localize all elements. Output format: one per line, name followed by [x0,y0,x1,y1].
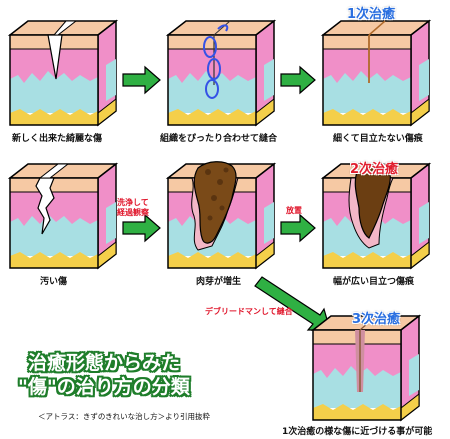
label-leave: 放置 [286,206,302,215]
caption-granulation: 肉芽が増生 [196,277,242,287]
arrow-debride [254,276,331,331]
caption-dirty-wound: 汚い傷 [40,277,68,287]
caption-wide-scar: 幅が広い目立つ傷痕 [333,277,415,287]
sutured-block [167,20,275,126]
arrow-primary-result [280,65,316,95]
arrow-suture [122,65,161,95]
caption-fine-scar: 細くて目立たない傷痕 [333,134,423,144]
caption-sutured: 組織をぴったり合わせて縫合 [160,134,278,144]
caption-tertiary-result: 1次治癒の様な傷に近づける事が可能 [282,427,433,437]
arrow-wash-observe [122,213,161,243]
caption-clean-wound: 新しく出来た綺麗な傷 [12,134,103,144]
wide-scar-block [322,163,430,269]
clean-wound-block [9,20,117,126]
stage-title-secondary: 2次治癒 [350,162,399,177]
label-debride: デブリードマンして縫合 [205,307,293,316]
granulation-block [167,161,275,269]
stage-title-primary: 1次治癒 [347,7,396,22]
fine-scar-block [322,20,430,126]
title-line2: "傷"の治り方の分類 [18,376,190,398]
source-citation: ＜アトラス：きずのきれいな治し方＞より引用抜粋 [38,412,210,421]
title-line1: 治癒形態からみた [28,352,181,374]
label-wash-line2: 経過観察 [117,208,149,217]
stage-title-tertiary: 3次治癒 [352,312,401,327]
dirty-wound-block [9,163,117,269]
label-wash-line1: 洗浄して [117,198,149,207]
tertiary-result-block [312,315,420,421]
arrow-leave [280,213,316,243]
